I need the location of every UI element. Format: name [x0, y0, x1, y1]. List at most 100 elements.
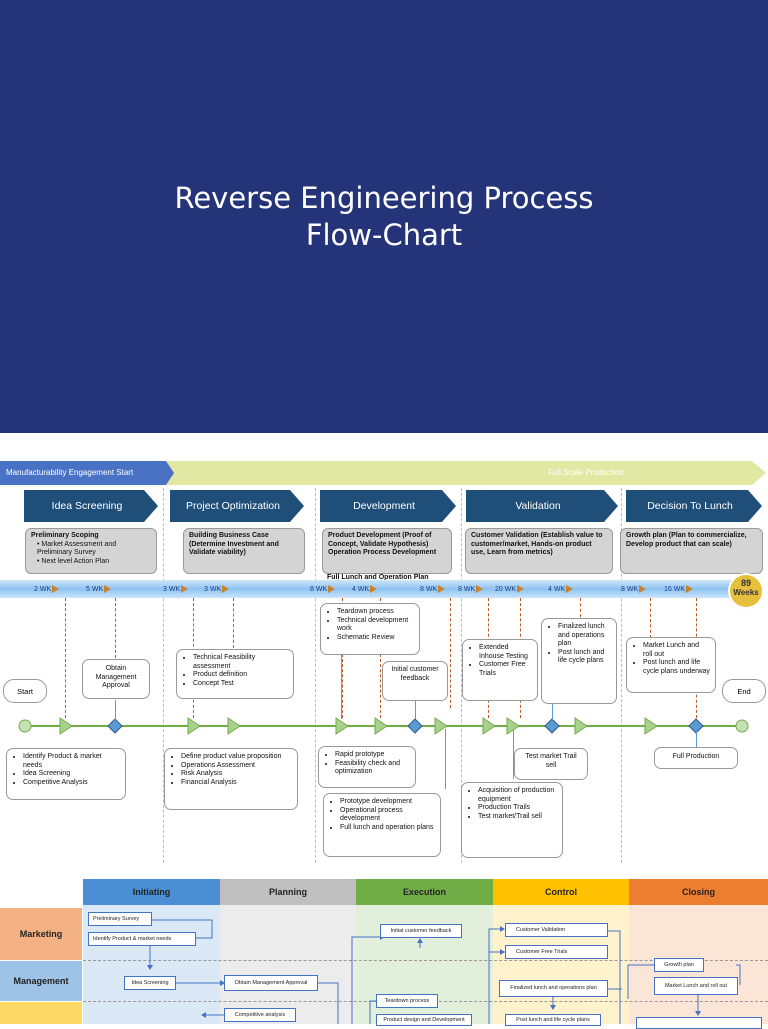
week-marker-line: [650, 598, 651, 638]
week-label: 8 WK: [458, 585, 484, 593]
swimlane-diagram: Initiating Planning Execution Control Cl…: [0, 865, 768, 1029]
box-define-product: Define product value propositionOperatio…: [164, 748, 298, 810]
flow-box-preliminary-survey: Preliminary Survey: [88, 912, 152, 926]
week-marker-line: [233, 598, 234, 648]
scope-idea-title: Preliminary Scoping: [31, 532, 99, 539]
phase-label-idea: Idea Screening: [51, 500, 123, 512]
week-marker-line: [65, 598, 66, 718]
week-marker-line: [380, 598, 381, 718]
phase-chevron-project: [170, 490, 304, 522]
flow-box-customer-free-trials: Customer Free Trials: [505, 945, 608, 959]
banner-start-label: Manufacturability Engagement Start: [6, 468, 134, 477]
chevron-icon: [328, 585, 336, 593]
column-header-closing: Closing: [629, 879, 768, 905]
phase-chevron-idea: [24, 490, 158, 522]
total-weeks-label: Weeks: [733, 588, 759, 597]
chevron-icon: [52, 585, 60, 593]
chevron-icon: [222, 585, 230, 593]
week-label: 3 WK: [204, 585, 230, 593]
phase-chevron-validation: [466, 490, 618, 522]
chevron-icon: [370, 585, 378, 593]
flow-box-market-lunch: Market Lunch and roll out: [654, 977, 738, 995]
connector: [696, 729, 697, 747]
flow-box-idea-screening: Idea Screening: [124, 976, 176, 990]
column-header-initiating: Initiating: [83, 879, 220, 905]
week-bar: [0, 580, 735, 598]
flow-box-competitive-analysis: Competitive analysis: [224, 1008, 296, 1022]
total-weeks-value: 89: [740, 578, 751, 588]
slide-title-line1: Reverse Engineering Process: [174, 181, 594, 215]
chevron-icon: [476, 585, 484, 593]
flow-box-teardown: Teardown process: [376, 994, 438, 1008]
lane-label-management: Management: [0, 961, 82, 1001]
connector: [341, 655, 342, 719]
phase-label-validation: Validation: [515, 500, 561, 512]
chevron-icon: [438, 585, 446, 593]
connector: [513, 729, 514, 779]
scope-development-extra: Full Lunch and Operation Plan: [327, 574, 429, 581]
week-label: 8 WK: [310, 585, 336, 593]
phase-separator: [621, 488, 622, 868]
week-label: 16 WK: [664, 585, 694, 593]
flow-box-initial-feedback: Initial customer feedback: [380, 924, 462, 938]
flow-box-growth-plan: Growth plan: [654, 958, 704, 972]
chevron-icon: [517, 585, 525, 593]
chevron-icon: [181, 585, 189, 593]
box-teardown: Teardown processTechnical development wo…: [320, 603, 420, 655]
connector: [415, 701, 416, 719]
box-acquisition: Acquisition of production equipmentProdu…: [461, 782, 563, 858]
chevron-icon: [566, 585, 574, 593]
chevron-icon: [104, 585, 112, 593]
box-finalized-lunch: Finalized lunch and operations planPost …: [541, 618, 617, 704]
slide-title-line2: Flow-Chart: [305, 218, 463, 252]
week-marker-line: [115, 598, 116, 658]
week-label: 4 WK: [548, 585, 574, 593]
week-label: 5 WK: [86, 585, 112, 593]
title-slide: Reverse Engineering Process Flow-Chart: [0, 0, 768, 433]
connector: [115, 700, 116, 720]
flow-arrows: [147, 919, 741, 1024]
week-label: 2 WK: [34, 585, 60, 593]
phase-chevrons: [24, 490, 762, 522]
chevron-icon: [686, 585, 694, 593]
box-technical-feasibility: Technical Feasibility assessmentProduct …: [176, 649, 294, 699]
start-node: Start: [3, 679, 47, 703]
column-header-planning: Planning: [220, 879, 356, 905]
total-weeks-badge: 89 Weeks: [728, 573, 764, 609]
phase-separator: [461, 488, 462, 868]
box-obtain-approval: Obtain Management Approval: [82, 659, 150, 699]
scope-box-development: Product Development (Proof of Concept, V…: [322, 528, 452, 574]
scope-box-validation: Customer Validation (Establish value to …: [465, 528, 613, 574]
column-header-execution: Execution: [356, 879, 493, 905]
week-label: 8 WK: [420, 585, 446, 593]
week-label: 8 WK: [621, 585, 647, 593]
week-label: 3 WK: [163, 585, 189, 593]
column-bg-planning: [220, 905, 356, 1024]
chevron-icon: [639, 585, 647, 593]
lane-label-next: [0, 1002, 82, 1024]
scope-box-decision: Growth plan (Plan to commercialize, Deve…: [620, 528, 763, 574]
lane-divider: [83, 960, 768, 961]
column-header-control: Control: [493, 879, 629, 905]
phase-label-decision: Decision To Lunch: [647, 500, 733, 512]
phase-label-project: Project Optimization: [186, 500, 280, 512]
week-marker-line: [342, 598, 343, 718]
flow-box-finalized-plan: Finalized lunch and operations plan: [499, 980, 608, 997]
flow-box-partial: [636, 1017, 762, 1029]
box-extended-testing: Extended Inhouse TestingCustomer Free Tr…: [462, 639, 538, 701]
box-rapid-prototype: Rapid prototypeFeasibility check and opt…: [318, 746, 416, 788]
connector: [552, 704, 553, 720]
box-full-production: Full Production: [654, 747, 738, 769]
phase-label-development: Development: [353, 500, 415, 512]
scope-idea-bullet: • Next level Action Plan: [37, 557, 110, 565]
phase-chevron-development: [320, 490, 456, 522]
roadmap-diagram: Manufacturability Engagement Start Full …: [0, 433, 768, 868]
week-label: 4 WK: [352, 585, 378, 593]
week-marker-line: [580, 598, 581, 628]
box-test-market: Test market Trail sell: [514, 748, 588, 780]
scope-idea-bullet: • Market Assessment and Preliminary Surv…: [37, 540, 117, 557]
box-prototype-development: Prototype developmentOperational process…: [323, 793, 441, 857]
week-marker-line: [450, 598, 451, 708]
flow-box-identify-product: Identify Product & market needs: [88, 932, 196, 946]
